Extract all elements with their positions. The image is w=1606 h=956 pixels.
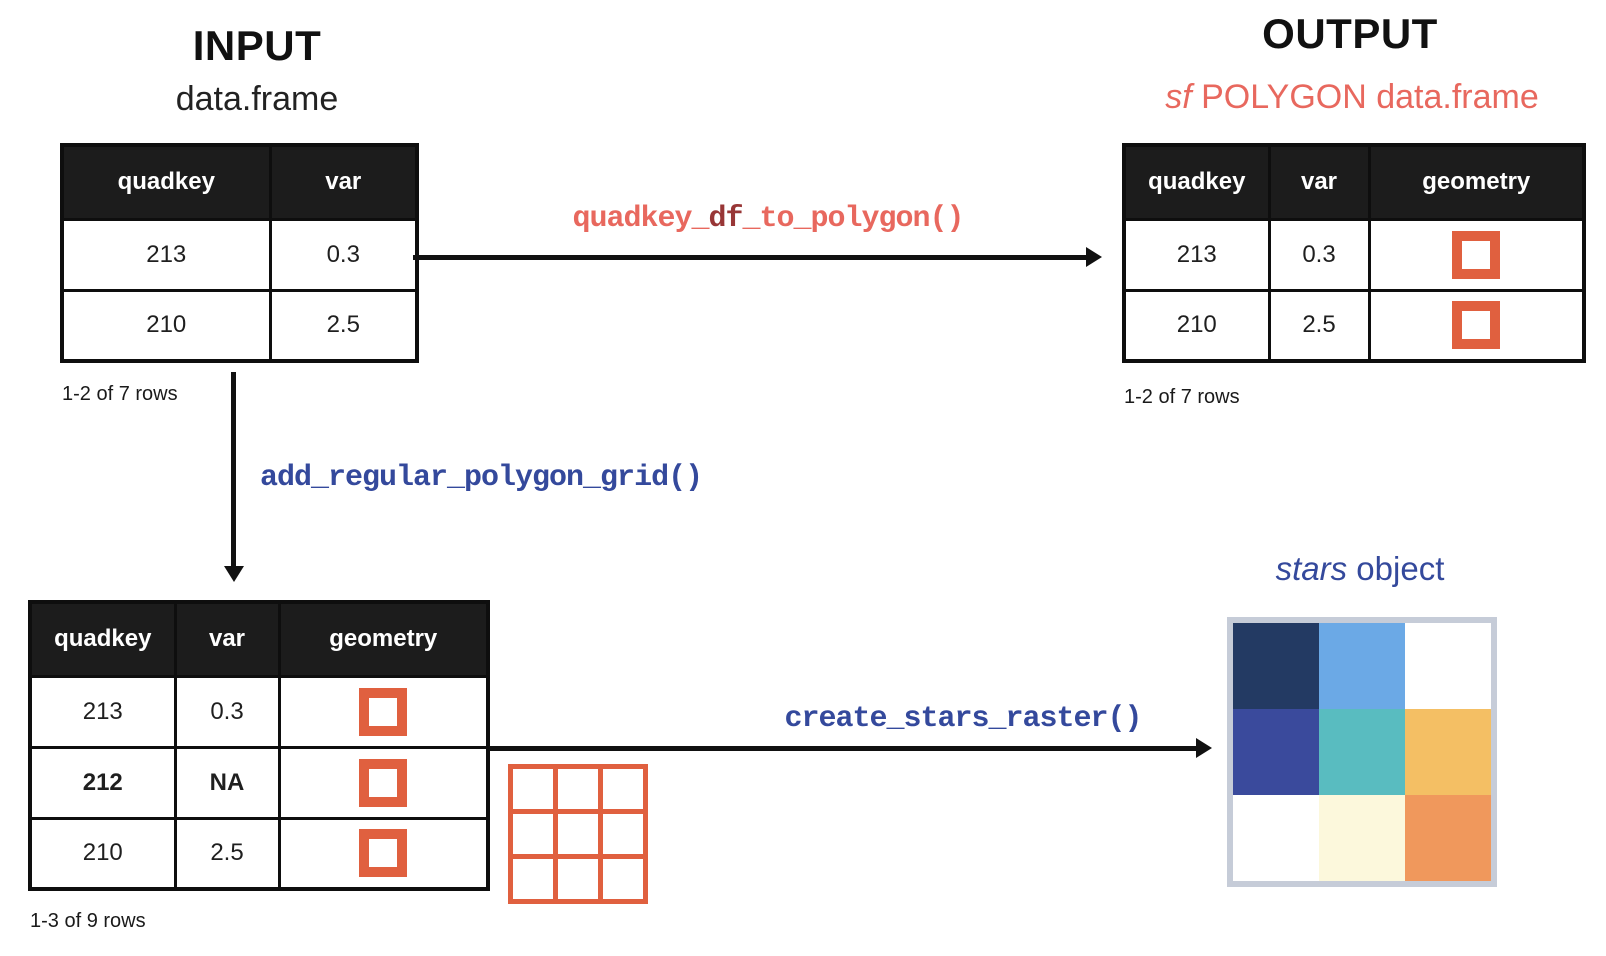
input-title: INPUT xyxy=(192,22,322,69)
table-cell: 213 xyxy=(28,674,177,749)
grid-table-caption: 1-3 of 9 rows xyxy=(30,910,146,932)
arrow-right-icon xyxy=(1086,247,1102,267)
stars-raster xyxy=(1227,617,1497,887)
polygon-geometry-icon xyxy=(1452,230,1501,279)
raster-cell xyxy=(1233,795,1319,881)
arrow-right-icon xyxy=(1196,738,1212,758)
polygon-grid-cell xyxy=(513,859,553,899)
table-cell-geometry xyxy=(277,816,490,891)
column-header-var: var xyxy=(173,600,281,678)
polygon-geometry-icon xyxy=(1452,301,1501,350)
raster-cell xyxy=(1319,709,1405,795)
polygon-grid-cell xyxy=(513,769,553,809)
input-table-caption: 1-2 of 7 rows xyxy=(62,383,178,405)
polygon-grid-cell xyxy=(603,814,643,854)
polygon-grid-cell xyxy=(558,814,598,854)
function-label-part: _to_polygon() xyxy=(742,202,965,236)
stars-title-rest: object xyxy=(1347,550,1445,587)
polygon-grid-cell xyxy=(603,859,643,899)
table-cell: 213 xyxy=(1122,217,1271,292)
table-cell-geometry xyxy=(277,674,490,749)
stars-object-title: stars object xyxy=(1110,550,1606,588)
raster-cell xyxy=(1405,623,1491,709)
function-label-quadkey-df-to-polygon: quadkey_df_to_polygon() xyxy=(518,202,1018,236)
raster-cell xyxy=(1233,709,1319,795)
raster-cell xyxy=(1319,623,1405,709)
table-cell: 212 xyxy=(28,745,177,820)
output-subtitle: sf POLYGON data.frame xyxy=(1102,78,1602,117)
column-header-geometry: geometry xyxy=(1367,143,1586,221)
function-label-part: quadkey_ xyxy=(572,202,709,236)
polygon-grid-cell xyxy=(513,814,553,854)
output-title: OUTPUT xyxy=(1262,10,1438,57)
function-label-create-stars-raster: create_stars_raster() xyxy=(784,702,1142,736)
polygon-geometry-icon xyxy=(359,829,408,878)
polygon-geometry-icon xyxy=(359,758,408,807)
raster-cell xyxy=(1405,709,1491,795)
arrow-line-to-grid-table xyxy=(231,372,236,568)
polygon-grid-icon xyxy=(508,764,648,904)
polygon-geometry-icon xyxy=(359,687,408,736)
raster-cell xyxy=(1405,795,1491,881)
table-cell: 0.3 xyxy=(268,217,419,292)
table-cell: 2.5 xyxy=(173,816,281,891)
column-header-quadkey: quadkey xyxy=(28,600,177,678)
arrow-line-to-raster xyxy=(489,746,1199,751)
polygon-grid-cell xyxy=(558,769,598,809)
table-cell-geometry xyxy=(1367,288,1586,363)
function-label-add-regular-polygon-grid: add_regular_polygon_grid() xyxy=(260,461,703,495)
table-cell-geometry xyxy=(277,745,490,820)
column-header-var: var xyxy=(1267,143,1371,221)
output-subtitle-rest: POLYGON data.frame xyxy=(1191,78,1539,116)
column-header-quadkey: quadkey xyxy=(60,143,272,221)
table-cell: 210 xyxy=(60,288,272,363)
function-label-part-df: df xyxy=(708,202,743,236)
table-cell: 210 xyxy=(28,816,177,891)
column-header-quadkey: quadkey xyxy=(1122,143,1271,221)
output-table-caption: 1-2 of 7 rows xyxy=(1124,386,1240,408)
table-cell: 210 xyxy=(1122,288,1271,363)
table-cell: 2.5 xyxy=(1267,288,1371,363)
polygon-grid-cell xyxy=(558,859,598,899)
raster-cell xyxy=(1319,795,1405,881)
table-cell: 213 xyxy=(60,217,272,292)
table-cell: NA xyxy=(173,745,281,820)
arrow-line-to-output xyxy=(413,255,1089,260)
column-header-var: var xyxy=(268,143,419,221)
column-header-geometry: geometry xyxy=(277,600,490,678)
input-subtitle: data.frame xyxy=(175,80,339,118)
arrow-down-icon xyxy=(224,566,244,582)
output-subtitle-sf: sf xyxy=(1165,78,1192,116)
table-cell-geometry xyxy=(1367,217,1586,292)
stars-title-italic: stars xyxy=(1275,550,1348,587)
table-cell: 0.3 xyxy=(1267,217,1371,292)
raster-cell xyxy=(1233,623,1319,709)
table-cell: 0.3 xyxy=(173,674,281,749)
table-cell: 2.5 xyxy=(268,288,419,363)
polygon-grid-cell xyxy=(603,769,643,809)
